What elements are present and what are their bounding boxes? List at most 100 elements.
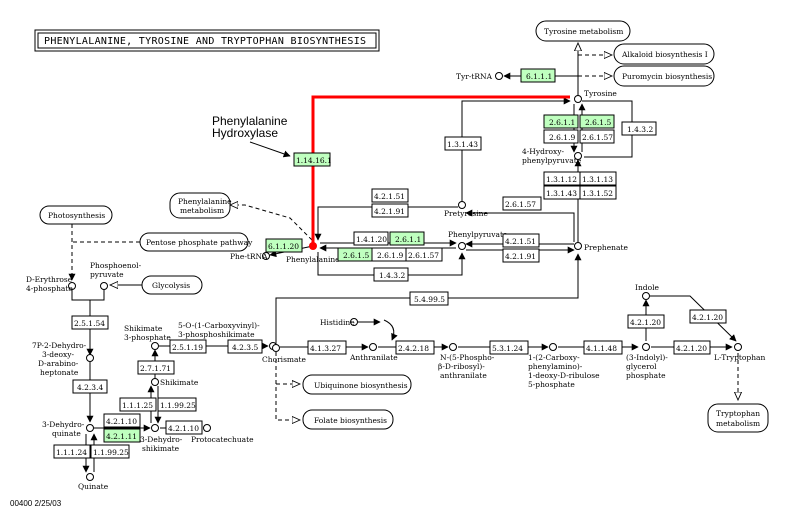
svg-text:4.2.1.20: 4.2.1.20: [692, 313, 723, 322]
pep-label-2: pyruvate: [90, 270, 124, 279]
prpa-label-3: anthranilate: [440, 371, 487, 380]
map-puromycin-biosynthesis[interactable]: Puromycin biosynthesis: [613, 65, 715, 87]
protocatechuate-node[interactable]: [203, 424, 211, 432]
phenylpyruvate-node[interactable]: [458, 242, 466, 250]
enzyme-4-1-1-48[interactable]: 4.1.1.48: [583, 340, 623, 355]
dahp-node[interactable]: [86, 354, 94, 362]
tryptophan-node[interactable]: [734, 343, 742, 351]
enzyme-1-3-1-12[interactable]: 1.3.1.12: [543, 171, 581, 186]
anthranilate-node[interactable]: [369, 343, 377, 351]
enzyme-4-2-1-20-b[interactable]: 4.2.1.20: [689, 309, 727, 324]
map-photosynthesis[interactable]: Photosynthesis: [39, 205, 113, 225]
svg-text:Folate biosynthesis: Folate biosynthesis: [314, 416, 387, 425]
enzyme-2-5-1-54[interactable]: 2.5.1.54: [71, 315, 109, 330]
enzyme-4-2-1-91-b[interactable]: 4.2.1.91: [502, 248, 540, 263]
enzyme-1-1-99-25[interactable]: 1.1.99.25: [157, 397, 197, 412]
map-alkaloid-biosynthesis[interactable]: Alkaloid biosynthesis I: [613, 43, 715, 65]
shikimate-node[interactable]: [151, 378, 159, 386]
enzyme-4-2-1-51-a[interactable]: 4.2.1.51: [371, 188, 409, 203]
enzyme-4-2-1-20-a[interactable]: 4.2.1.20: [627, 314, 665, 329]
enzyme-6-1-1-20[interactable]: 6.1.1.20: [265, 238, 303, 253]
enzyme-6-1-1-1[interactable]: 6.1.1.1: [520, 68, 556, 83]
erythrose-node[interactable]: [68, 282, 76, 290]
enzyme-4-2-1-10-a[interactable]: 4.2.1.10: [103, 413, 141, 428]
enzyme-4-2-1-10-b[interactable]: 4.2.1.10: [165, 420, 203, 435]
map-ubiquinone-biosynthesis[interactable]: Ubiquinone biosynthesis: [302, 374, 412, 395]
enzyme-1-4-1-20[interactable]: 1.4.1.20: [353, 231, 389, 246]
indole-node[interactable]: [642, 292, 650, 300]
svg-text:Ubiquinone biosynthesis: Ubiquinone biosynthesis: [314, 381, 408, 390]
enzyme-2-6-1-1-a[interactable]: 2.6.1.1: [543, 114, 579, 129]
enzyme-1-1-1-24[interactable]: 1.1.1.24: [53, 444, 91, 459]
enzyme-4-2-3-4[interactable]: 4.2.3.4: [72, 379, 108, 394]
enzyme-1-3-1-43-a[interactable]: 1.3.1.43: [444, 136, 482, 151]
svg-text:1.1.99.25: 1.1.99.25: [93, 448, 129, 457]
map-tryptophan-metabolism[interactable]: Tryptophan metabolism: [707, 403, 769, 433]
enzyme-2-6-1-57-a[interactable]: 2.6.1.57: [579, 129, 615, 144]
enzyme-2-6-1-57-c[interactable]: 2.6.1.57: [405, 247, 443, 262]
enzyme-1-1-99-25-b[interactable]: 1.1.99.25: [90, 444, 130, 459]
quinate-node[interactable]: [86, 473, 94, 481]
tyr-trna-node[interactable]: [495, 72, 503, 80]
svg-text:2.6.1.1: 2.6.1.1: [549, 118, 575, 127]
enzyme-2-7-1-71[interactable]: 2.7.1.71: [137, 360, 175, 375]
pep-node[interactable]: [100, 282, 108, 290]
enzyme-2-6-1-9-a[interactable]: 2.6.1.9: [543, 129, 579, 144]
svg-text:4.2.3.4: 4.2.3.4: [77, 383, 103, 392]
svg-text:2.6.1.5: 2.6.1.5: [585, 118, 611, 127]
svg-text:5.3.1.24: 5.3.1.24: [492, 344, 523, 353]
enzyme-4-2-1-51-b[interactable]: 4.2.1.51: [502, 233, 540, 248]
svg-text:1.1.99.25: 1.1.99.25: [160, 401, 196, 410]
histidine-node[interactable]: [350, 318, 358, 326]
enzyme-1-3-1-43-b[interactable]: 1.3.1.43: [543, 185, 581, 200]
dehydroquinate-node[interactable]: [86, 424, 94, 432]
hydroxyphenylpyruvate-node[interactable]: [574, 152, 582, 160]
svg-text:2.6.1.57: 2.6.1.57: [408, 251, 439, 260]
map-folate-biosynthesis[interactable]: Folate biosynthesis: [302, 409, 394, 430]
enzyme-5-3-1-24[interactable]: 5.3.1.24: [489, 340, 529, 355]
map-tyrosine-metabolism[interactable]: Tyrosine metabolism: [535, 20, 631, 42]
enzyme-4-1-3-27[interactable]: 4.1.3.27: [307, 340, 347, 355]
cdrp-node[interactable]: [549, 343, 557, 351]
svg-text:4.2.1.10: 4.2.1.10: [168, 424, 199, 433]
enzyme-1-3-1-13[interactable]: 1.3.1.13: [579, 171, 617, 186]
phenylalanine-node[interactable]: [309, 242, 317, 250]
enzyme-2-6-1-9-b[interactable]: 2.6.1.9: [371, 247, 407, 262]
enzyme-2-6-1-57-b[interactable]: 2.6.1.57: [502, 196, 542, 211]
shikimate3p-node[interactable]: [151, 342, 159, 350]
cdrp-label-3: 1-deoxy-D-ribulose: [528, 371, 600, 380]
svg-text:4.2.1.51: 4.2.1.51: [374, 192, 405, 201]
pretyrosine-node[interactable]: [458, 201, 466, 209]
enzyme-1-4-3-2-b[interactable]: 1.4.3.2: [373, 267, 409, 282]
enzyme-2-6-1-5-b[interactable]: 2.6.1.5: [337, 247, 373, 262]
tyrosine-node[interactable]: [574, 95, 582, 103]
enzyme-5-4-99-5[interactable]: 5.4.99.5: [409, 291, 449, 306]
map-phenylalanine-metabolism[interactable]: Phenylalanine metabolism: [169, 192, 232, 219]
enzyme-1-3-1-52[interactable]: 1.3.1.52: [579, 185, 617, 200]
enzyme-2-5-1-19[interactable]: 2.5.1.19: [169, 339, 207, 354]
enzyme-1-14-16-1[interactable]: 1.14.16.1: [293, 152, 332, 167]
protocatechuate-label: Protocatechuate: [191, 435, 254, 444]
prpa-node[interactable]: [449, 343, 457, 351]
svg-text:2.7.1.71: 2.7.1.71: [140, 364, 171, 373]
enzyme-1-1-1-25[interactable]: 1.1.1.25: [119, 397, 157, 412]
enzyme-4-2-3-5[interactable]: 4.2.3.5: [227, 339, 263, 354]
svg-text:1.4.1.20: 1.4.1.20: [356, 235, 387, 244]
highlight-path: [309, 95, 570, 250]
erythrose-label-2: 4-phosphate: [26, 284, 73, 293]
map-pentose-phosphate[interactable]: Pentose phosphate pathway: [139, 232, 253, 252]
dehydroshikimate-node[interactable]: [151, 424, 159, 432]
enzyme-4-2-1-11[interactable]: 4.2.1.11: [103, 428, 141, 443]
igp-node[interactable]: [642, 343, 650, 351]
histidine-label: Histidine: [320, 318, 355, 327]
map-glycolysis[interactable]: Glycolysis: [141, 275, 203, 295]
enzyme-2-6-1-1-b[interactable]: 2.6.1.1: [389, 231, 425, 246]
anthranilate-label: Anthranilate: [349, 353, 398, 362]
enzyme-4-2-1-91-a[interactable]: 4.2.1.91: [371, 203, 409, 218]
enzyme-1-4-3-2-a[interactable]: 1.4.3.2: [621, 121, 657, 136]
prephenate-node[interactable]: [574, 242, 582, 250]
enzyme-2-6-1-5-a[interactable]: 2.6.1.5: [579, 114, 615, 129]
chorismate-node[interactable]: [272, 344, 280, 352]
enzyme-2-4-2-18[interactable]: 2.4.2.18: [395, 340, 435, 355]
enzyme-4-2-1-20-c[interactable]: 4.2.1.20: [673, 340, 711, 355]
